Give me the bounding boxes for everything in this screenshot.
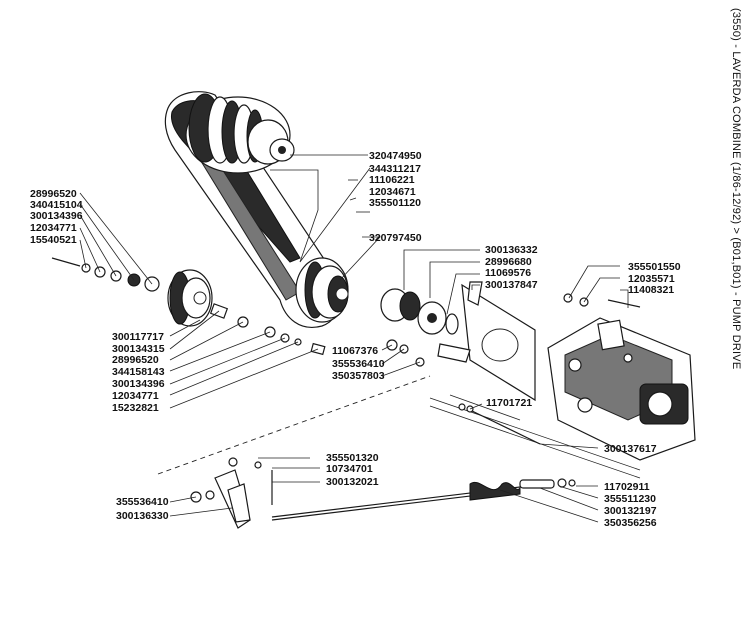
pn-12034671: 12034671 bbox=[369, 186, 416, 198]
pn-344158143: 344158143 bbox=[112, 366, 165, 378]
upper-ribbed-pulley bbox=[185, 93, 295, 174]
pn-355511230: 355511230 bbox=[604, 493, 656, 505]
leader-lines bbox=[79, 154, 629, 523]
pn-355536410-bottom: 355536410 bbox=[116, 496, 169, 508]
pn-28996680: 28996680 bbox=[485, 256, 532, 268]
pn-12035571: 12035571 bbox=[628, 273, 675, 285]
pn-10734701: 10734701 bbox=[326, 463, 373, 475]
pn-11408321: 11408321 bbox=[628, 284, 674, 296]
pn-11701721: 11701721 bbox=[486, 397, 532, 409]
hydraulic-pump bbox=[547, 293, 696, 461]
pn-15232821: 15232821 bbox=[112, 402, 159, 414]
pn-300134396-mid: 300134396 bbox=[112, 378, 165, 390]
part-number-labels: 320474950 344311217 11106221 12034671 35… bbox=[30, 150, 681, 529]
pn-340415104: 340415104 bbox=[30, 199, 83, 211]
pn-11067376: 11067376 bbox=[332, 345, 378, 357]
pn-300132197: 300132197 bbox=[604, 505, 657, 517]
pn-355501550: 355501550 bbox=[628, 261, 681, 273]
lower-grooved-pulley bbox=[295, 257, 349, 323]
pn-300137847: 300137847 bbox=[485, 279, 538, 291]
pn-28996520-top: 28996520 bbox=[30, 188, 77, 200]
belt-drive-assembly bbox=[164, 91, 349, 328]
pn-15540521: 15540521 bbox=[30, 234, 77, 246]
pn-300134315: 300134315 bbox=[112, 343, 165, 355]
control-linkage bbox=[157, 375, 576, 529]
frame-rails bbox=[429, 394, 641, 479]
pn-355501120: 355501120 bbox=[369, 197, 421, 209]
pn-344311217: 344311217 bbox=[369, 163, 421, 175]
diagram-title: (3550) - LAVERDA COMBINE (1/86-12/92) > … bbox=[730, 8, 742, 369]
pn-320797450: 320797450 bbox=[369, 232, 422, 244]
pn-350357803: 350357803 bbox=[332, 370, 385, 382]
pn-300117717: 300117717 bbox=[112, 331, 164, 343]
pn-350356256: 350356256 bbox=[604, 517, 657, 529]
pn-300132021: 300132021 bbox=[326, 476, 379, 488]
pn-11069576: 11069576 bbox=[485, 267, 531, 279]
idler-pulley-assembly bbox=[51, 257, 326, 356]
pn-28996520-mid: 28996520 bbox=[112, 354, 159, 366]
pn-11106221: 11106221 bbox=[369, 174, 415, 186]
pn-355536410-mid: 355536410 bbox=[332, 358, 385, 370]
pn-11702911: 11702911 bbox=[604, 481, 650, 493]
pn-320474950: 320474950 bbox=[369, 150, 422, 162]
pn-12034771-top: 12034771 bbox=[30, 222, 77, 234]
pn-300136330: 300136330 bbox=[116, 510, 169, 522]
pn-300134396-top: 300134396 bbox=[30, 210, 83, 222]
pn-12034771-mid: 12034771 bbox=[112, 390, 159, 402]
pn-300136332: 300136332 bbox=[485, 244, 538, 256]
bearing-hub-and-bracket bbox=[380, 281, 536, 402]
pn-355501320: 355501320 bbox=[326, 452, 379, 464]
pn-300137617: 300137617 bbox=[604, 443, 657, 455]
